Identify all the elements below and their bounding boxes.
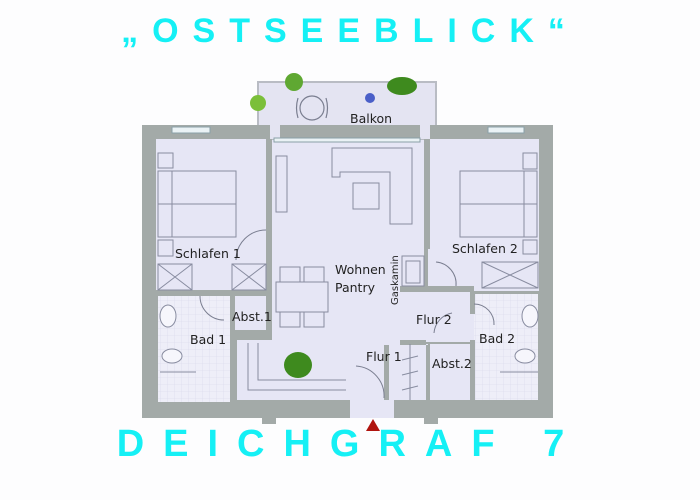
- room-label-flur-1: Flur 1: [366, 349, 402, 364]
- room-label-abst-1: Abst.1: [232, 309, 272, 324]
- plan-title: „OSTSEEBLICK“: [121, 12, 579, 50]
- room-label-schlafen-1: Schlafen 1: [175, 246, 241, 261]
- interior-walls: [156, 139, 544, 424]
- planter: [247, 343, 346, 391]
- room-label-abst-2: Abst.2: [432, 356, 472, 371]
- plants: [250, 73, 417, 378]
- flower-icon: [365, 93, 375, 103]
- plant-icon: [250, 95, 266, 111]
- sofa: [275, 147, 413, 225]
- room-label-schlafen-2: Schlafen 2: [452, 241, 518, 256]
- plant-icon: [285, 73, 303, 91]
- balcony-table: [295, 95, 329, 121]
- plant-icon: [387, 77, 417, 95]
- doors: [199, 229, 495, 399]
- bed-schlafen-1: [157, 152, 237, 257]
- wardrobes: [157, 261, 539, 291]
- room-label-flur-2: Flur 2: [416, 312, 452, 327]
- address-title: DEICHGRAF 7: [116, 423, 584, 465]
- room-label-bad-2: Bad 2: [479, 331, 516, 346]
- room-label-wohnen: Wohnen: [335, 262, 386, 277]
- bed-schlafen-2: [459, 152, 538, 255]
- windows: [171, 126, 525, 143]
- dining-table: [275, 266, 329, 328]
- room-label-balkon: Balkon: [350, 111, 393, 126]
- room-label-gaskamin: Gaskamin: [390, 255, 401, 305]
- entrance-triangle-icon: [366, 419, 380, 431]
- room-label-pantry: Pantry: [335, 280, 375, 295]
- gas-fireplace: [401, 255, 425, 287]
- room-label-bad-1: Bad 1: [190, 332, 227, 347]
- bathroom-fixtures: [159, 304, 539, 373]
- palm-icon: [284, 352, 312, 378]
- entrance-opening: [350, 400, 394, 418]
- flur-wardrobe: [401, 344, 419, 400]
